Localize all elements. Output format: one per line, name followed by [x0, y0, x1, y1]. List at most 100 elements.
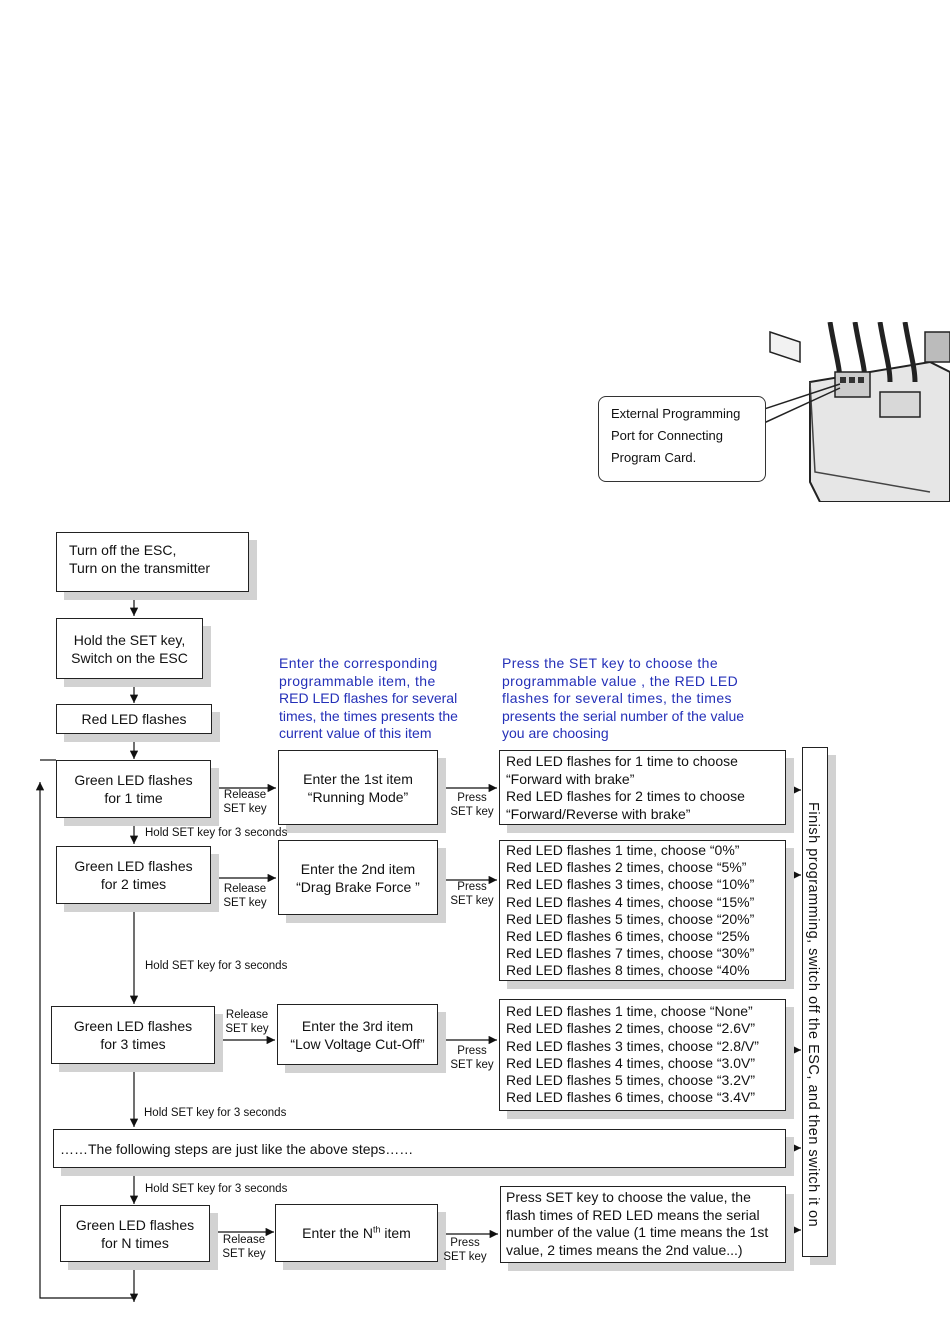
value-line: Red LED flashes 2 times, choose “5%”: [506, 859, 747, 876]
step-line: Turn on the transmitter: [69, 560, 211, 576]
value-line: number of the value (1 time means the 1s…: [506, 1224, 769, 1240]
green-led-2-times: Green LED flashes for 2 times: [56, 846, 211, 904]
item-3-low-voltage-cut-off: Enter the 3rd item “Low Voltage Cut-Off”: [277, 1004, 438, 1065]
item-2-drag-brake-force: Enter the 2nd item “Drag Brake Force ”: [278, 840, 438, 915]
label-line: Press: [457, 792, 487, 804]
step-line: Green LED flashes: [73, 1018, 193, 1034]
item-line: “Drag Brake Force ”: [296, 878, 420, 895]
finish-programming-box: [802, 747, 828, 1257]
label-line: SET key: [223, 897, 267, 909]
label-line: Release: [222, 1234, 266, 1246]
following-steps-text: ……The following steps are just like the …: [60, 1140, 414, 1157]
value-line: Red LED flashes 1 time, choose “0%”: [506, 842, 740, 858]
label-line: SET key: [450, 806, 494, 818]
label-line: Press: [457, 881, 487, 893]
value-line: Red LED flashes 5 times, choose “20%”: [506, 910, 755, 927]
note-line: programmable item, the: [279, 672, 436, 689]
item-n-sup: th: [372, 1224, 381, 1235]
label-line: SET key: [225, 1023, 269, 1035]
value-line: Red LED flashes 1 time, choose “None”: [506, 1003, 753, 1019]
green-led-n-times: Green LED flashes for N times: [60, 1205, 210, 1262]
hold-set-3s-label: Hold SET key for 3 seconds: [145, 960, 288, 972]
note-line: current value of this item: [279, 725, 432, 741]
value-line: Red LED flashes 4 times, choose “15%”: [506, 893, 755, 910]
step-line: for 1 time: [104, 790, 163, 806]
value-note: Press the SET key to choose the programm…: [502, 655, 792, 743]
turn-off-esc-step: Turn off the ESC, Turn on the transmitte…: [56, 532, 249, 592]
port-callout: External Programming Port for Connecting…: [598, 396, 766, 482]
note-line: programmable value , the RED LED: [502, 672, 739, 689]
values-drag-brake-force: Red LED flashes 1 time, choose “0%” Red …: [499, 840, 786, 981]
item-line: Enter the 1st item: [303, 770, 413, 787]
step-line: for 3 times: [100, 1036, 166, 1052]
value-line: Red LED flashes 3 times, choose “2.8/V”: [506, 1037, 759, 1054]
item-line: Enter the Nth item: [302, 1224, 411, 1242]
label-line: Release: [223, 883, 267, 895]
item-line: Enter the 2nd item: [300, 860, 416, 877]
hold-set-key-step: Hold the SET key, Switch on the ESC: [56, 618, 203, 679]
callout-line: Program Card.: [611, 450, 697, 465]
label-line: Press: [450, 1237, 480, 1249]
note-line: RED LED flashes for several: [279, 690, 458, 706]
note-line: Enter the corresponding: [279, 655, 438, 671]
step-line: for N times: [101, 1234, 169, 1251]
note-line: Press the SET key to choose the: [502, 655, 719, 671]
hold-set-3s-label: Hold SET key for 3 seconds: [145, 1183, 288, 1195]
label-line: SET key: [450, 1059, 494, 1071]
label-line: SET key: [443, 1251, 487, 1263]
item-1-running-mode: Enter the 1st item “Running Mode”: [278, 750, 438, 825]
step-line: for 2 times: [100, 876, 167, 892]
step-line: Turn off the ESC,: [69, 542, 177, 558]
label-line: Release: [223, 789, 267, 801]
step-line: Hold the SET key,: [73, 631, 186, 648]
values-item-n: Press SET key to choose the value, the f…: [500, 1186, 786, 1263]
label-line: SET key: [223, 803, 267, 815]
step-line: Green LED flashes: [75, 1216, 195, 1233]
value-line: Red LED flashes for 1 time to choose: [506, 753, 738, 769]
label-line: SET key: [222, 1248, 266, 1260]
step-line: Red LED flashes: [81, 711, 187, 727]
item-n: Enter the Nth item: [275, 1204, 438, 1262]
value-line: Red LED flashes 7 times, choose “30%”: [506, 945, 755, 962]
following-steps-banner: ……The following steps are just like the …: [53, 1129, 786, 1168]
value-line: Red LED flashes 3 times, choose “10%”: [506, 876, 755, 893]
value-line: Red LED flashes 5 times, choose “3.2V”: [506, 1072, 756, 1089]
label-line: Release: [225, 1009, 269, 1021]
step-line: Green LED flashes: [74, 858, 193, 874]
value-line: Red LED flashes 8 times, choose “40%: [506, 962, 750, 979]
hold-set-3s-label: Hold SET key for 3 seconds: [144, 1107, 287, 1119]
value-line: Press SET key to choose the value, the: [506, 1189, 751, 1205]
finish-programming-text: Finish programming, switch off the ESC, …: [805, 802, 821, 1228]
value-line: flash times of RED LED means the serial: [506, 1206, 760, 1223]
step-line: Switch on the ESC: [71, 649, 188, 666]
note-line: flashes for several times, the times: [502, 690, 732, 706]
value-line: Red LED flashes 6 times, choose “25%: [506, 928, 750, 945]
value-line: Red LED flashes 4 times, choose “3.0V”: [506, 1054, 756, 1071]
value-line: value, 2 times means the 2nd value...): [506, 1241, 743, 1258]
value-line: Red LED flashes 6 times, choose “3.4V”: [506, 1089, 756, 1106]
step-line: Green LED flashes: [74, 772, 193, 788]
value-line: Red LED flashes 2 times, choose “2.6V”: [506, 1020, 756, 1037]
note-line: times, the times presents the: [279, 707, 458, 724]
value-line: “Forward with brake”: [506, 770, 635, 787]
item-line: “Running Mode”: [307, 788, 409, 805]
values-low-voltage-cut-off: Red LED flashes 1 time, choose “None” Re…: [499, 999, 786, 1111]
item-line: “Low Voltage Cut-Off”: [290, 1035, 425, 1052]
red-led-flashes-step: Red LED flashes: [56, 704, 212, 734]
value-line: Red LED flashes for 2 times to choose: [506, 788, 745, 804]
green-led-1-time: Green LED flashes for 1 time: [56, 760, 211, 818]
hold-set-3s-label: Hold SET key for 3 seconds: [145, 827, 288, 839]
item-n-suffix: item: [380, 1225, 411, 1241]
label-line: SET key: [450, 895, 494, 907]
note-line: presents the serial number of the value: [502, 707, 745, 724]
note-line: you are choosing: [502, 725, 609, 741]
